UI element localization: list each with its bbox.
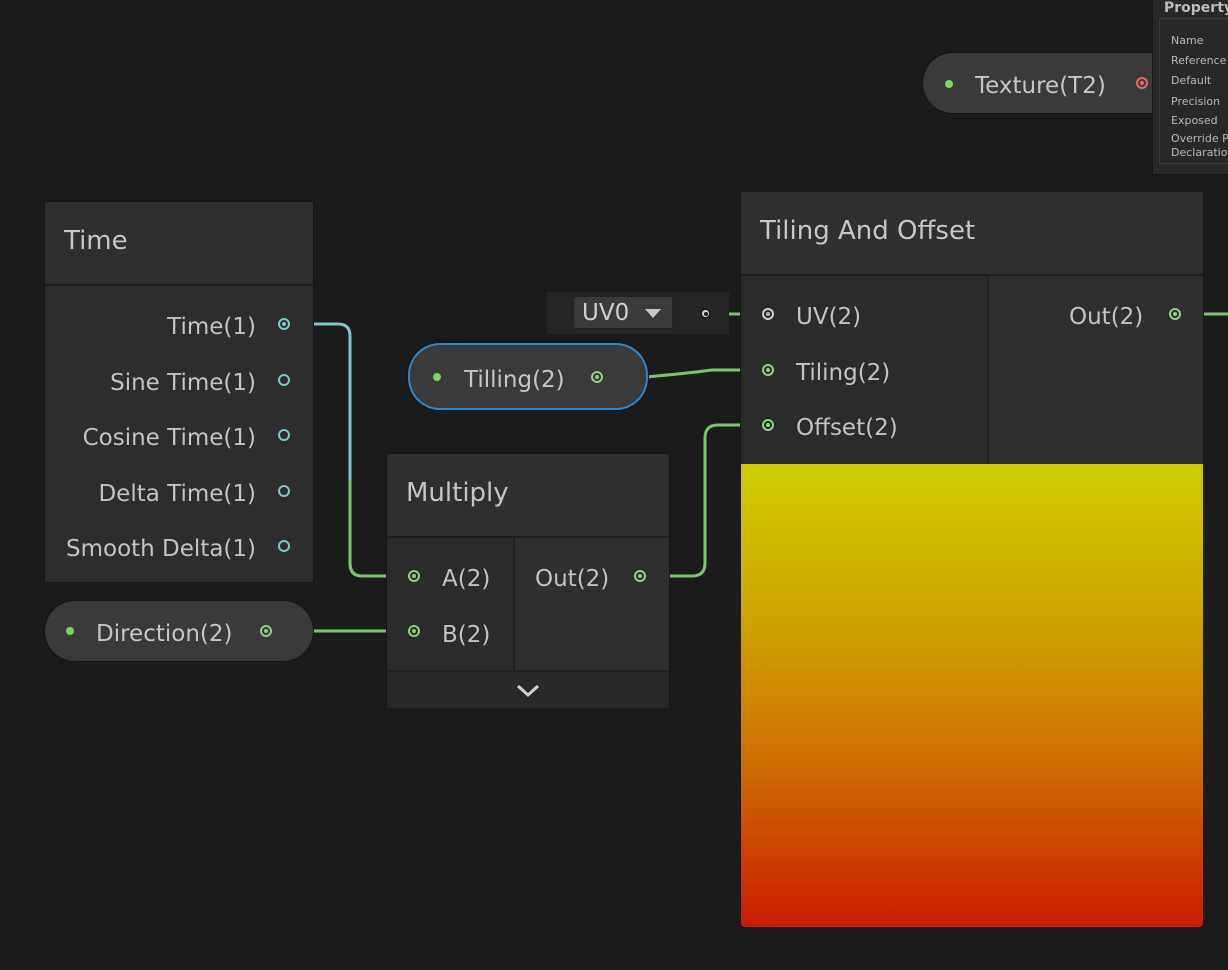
- multiply-b-input-label: B(2): [442, 622, 491, 648]
- property-default-label: Default: [1171, 74, 1212, 87]
- time-node-header[interactable]: Time: [45, 202, 313, 286]
- uv-channel-dropdown[interactable]: UV0: [573, 296, 673, 329]
- uv-channel-field: UV0: [547, 292, 729, 334]
- multiply-input-column: [387, 538, 515, 670]
- property-exposed-label: Exposed: [1171, 114, 1218, 127]
- multiply-out-port[interactable]: [634, 570, 646, 582]
- tiling-offset-input-port[interactable]: [762, 419, 774, 431]
- time-output-port[interactable]: [278, 318, 290, 330]
- tiling-out-label: Out(2): [1069, 304, 1144, 330]
- time-output-label: Time(1): [167, 314, 256, 340]
- direction-output-port[interactable]: [260, 625, 272, 637]
- tiling-and-offset-title: Tiling And Offset: [760, 216, 976, 246]
- direction-property-label: Direction(2): [96, 621, 233, 647]
- uv-channel-value: UV0: [582, 300, 630, 326]
- texture-property-label: Texture(T2): [975, 73, 1106, 99]
- multiply-out-label: Out(2): [535, 566, 610, 592]
- texture-property-node[interactable]: Texture(T2): [923, 53, 1183, 113]
- cosine-time-output-label: Cosine Time(1): [82, 425, 256, 451]
- direction-property-node[interactable]: Direction(2): [45, 601, 313, 661]
- chevron-down-icon[interactable]: [516, 683, 540, 699]
- tilling-output-port[interactable]: [591, 371, 603, 383]
- tilling-property-node[interactable]: Tilling(2): [410, 345, 646, 408]
- property-panel-header: Property: [1164, 0, 1228, 16]
- multiply-node-title: Multiply: [406, 478, 509, 508]
- tiling-tiling-input-port[interactable]: [762, 364, 774, 376]
- multiply-b-input-port[interactable]: [408, 625, 420, 637]
- multiply-a-input-label: A(2): [442, 566, 491, 592]
- tiling-input-column: [741, 276, 989, 464]
- property-precision-label: Precision: [1171, 95, 1221, 108]
- tiling-uv-input-label: UV(2): [796, 304, 862, 330]
- uv-channel-output-port[interactable]: [700, 308, 711, 319]
- tiling-output-column: [989, 276, 1203, 464]
- cosine-time-output-port[interactable]: [278, 429, 290, 441]
- tiling-offset-input-label: Offset(2): [796, 415, 898, 441]
- smooth-delta-output-port[interactable]: [278, 540, 290, 552]
- time-node[interactable]: Time Time(1) Sine Time(1) Cosine Time(1)…: [45, 202, 313, 582]
- time-node-title: Time: [64, 226, 128, 256]
- property-inspector-panel: Property Name Reference Default Precisio…: [1152, 0, 1228, 175]
- smooth-delta-output-label: Smooth Delta(1): [66, 536, 256, 562]
- tiling-tiling-input-label: Tiling(2): [796, 360, 891, 386]
- tiling-preview-image: [741, 464, 1203, 927]
- direction-property-dot: [66, 627, 74, 635]
- property-declaration-label: Declaratio: [1171, 146, 1228, 159]
- dropdown-arrow-icon: [645, 309, 661, 318]
- texture-property-dot: [945, 80, 953, 88]
- sine-time-output-port[interactable]: [278, 374, 290, 386]
- tiling-and-offset-header[interactable]: Tiling And Offset: [741, 192, 1203, 276]
- property-override-label: Override P: [1171, 132, 1228, 145]
- delta-time-output-port[interactable]: [278, 485, 290, 497]
- tiling-out-port[interactable]: [1169, 308, 1181, 320]
- multiply-output-column: [515, 538, 669, 670]
- tilling-property-label: Tilling(2): [464, 367, 565, 393]
- multiply-expand-bar[interactable]: [387, 670, 669, 708]
- sine-time-output-label: Sine Time(1): [110, 370, 256, 396]
- multiply-a-input-port[interactable]: [408, 570, 420, 582]
- multiply-node-header[interactable]: Multiply: [387, 454, 669, 538]
- delta-time-output-label: Delta Time(1): [98, 481, 256, 507]
- multiply-node[interactable]: Multiply A(2) B(2) Out(2): [387, 454, 669, 708]
- property-name-label: Name: [1171, 34, 1204, 47]
- tilling-property-dot: [433, 373, 441, 381]
- property-panel-box: [1159, 18, 1228, 164]
- texture-output-port[interactable]: [1136, 77, 1148, 89]
- tiling-uv-input-port[interactable]: [762, 308, 774, 320]
- tiling-and-offset-node[interactable]: Tiling And Offset UV(2) Tiling(2) Offset…: [741, 192, 1203, 927]
- property-reference-label: Reference: [1171, 54, 1227, 67]
